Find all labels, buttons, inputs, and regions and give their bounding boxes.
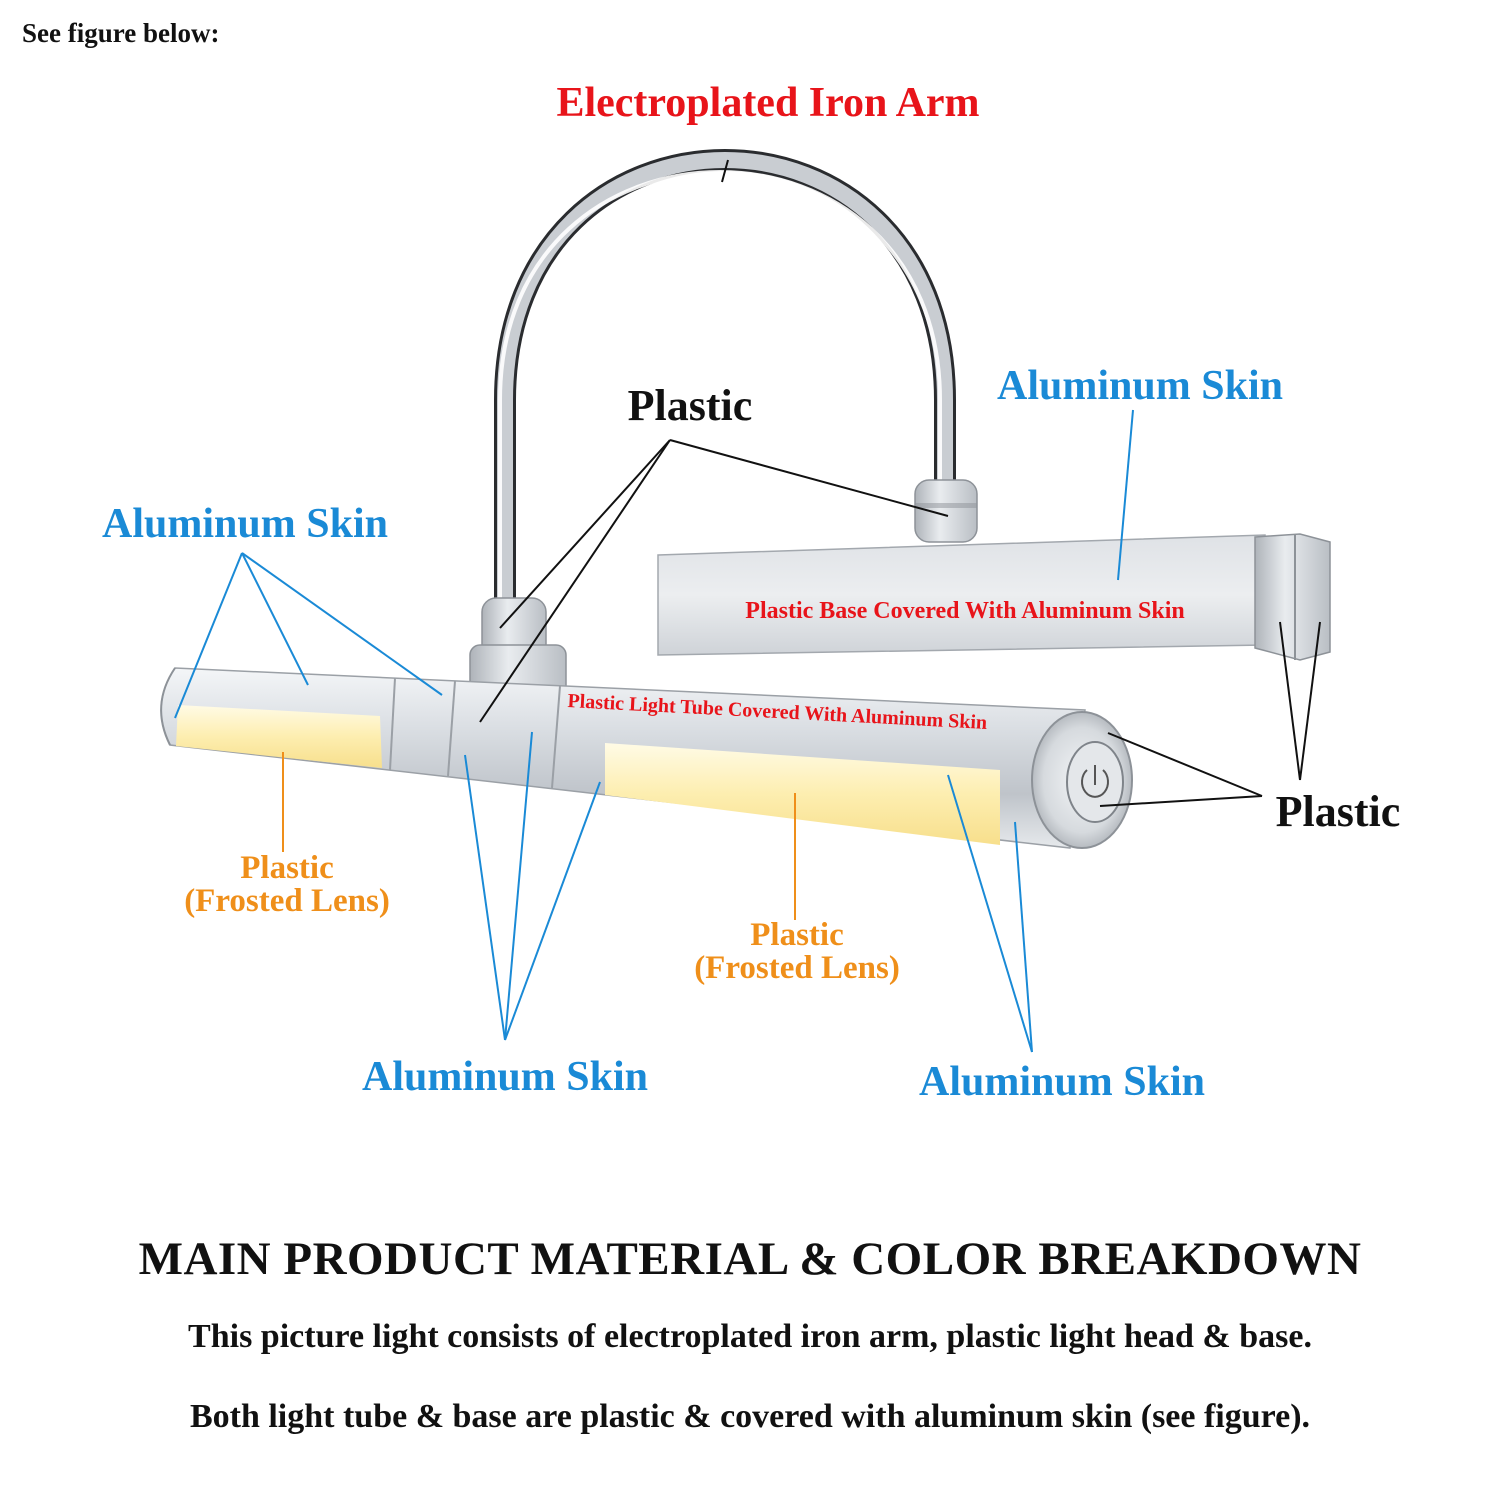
label-lens-left-line1: Plastic [240,850,333,886]
label-aluminum-bottom-mid: Aluminum Skin [362,1054,648,1100]
label-plastic-top: Plastic [628,381,753,430]
description-line-2: Both light tube & base are plastic & cov… [189,1398,1311,1435]
light-tube [160,667,1133,849]
leader-lines-orange [282,752,796,920]
label-base: Plastic Base Covered With Aluminum Skin [745,598,1184,624]
label-lens-mid-line2: (Frosted Lens) [694,950,900,986]
main-heading: MAIN PRODUCT MATERIAL & COLOR BREAKDOWN [138,1233,1362,1285]
leader-lines-black [479,159,1321,807]
label-lens-left-line2: (Frosted Lens) [184,883,390,919]
leader-lines-blue [174,409,1134,1053]
iron-arm [494,149,956,621]
label-aluminum-bottom-right: Aluminum Skin [919,1059,1205,1105]
description-line-1: This picture light consists of electropl… [188,1318,1312,1355]
base-connector [914,479,978,543]
label-plastic-right: Plastic [1276,787,1401,836]
label-lens-mid-line1: Plastic [750,917,843,953]
label-aluminum-top-right: Aluminum Skin [997,363,1283,409]
base-body [657,533,1331,661]
label-aluminum-left: Aluminum Skin [102,501,388,547]
label-iron-arm: Electroplated Iron Arm [556,80,979,126]
intro-text: See figure below: [22,18,220,48]
